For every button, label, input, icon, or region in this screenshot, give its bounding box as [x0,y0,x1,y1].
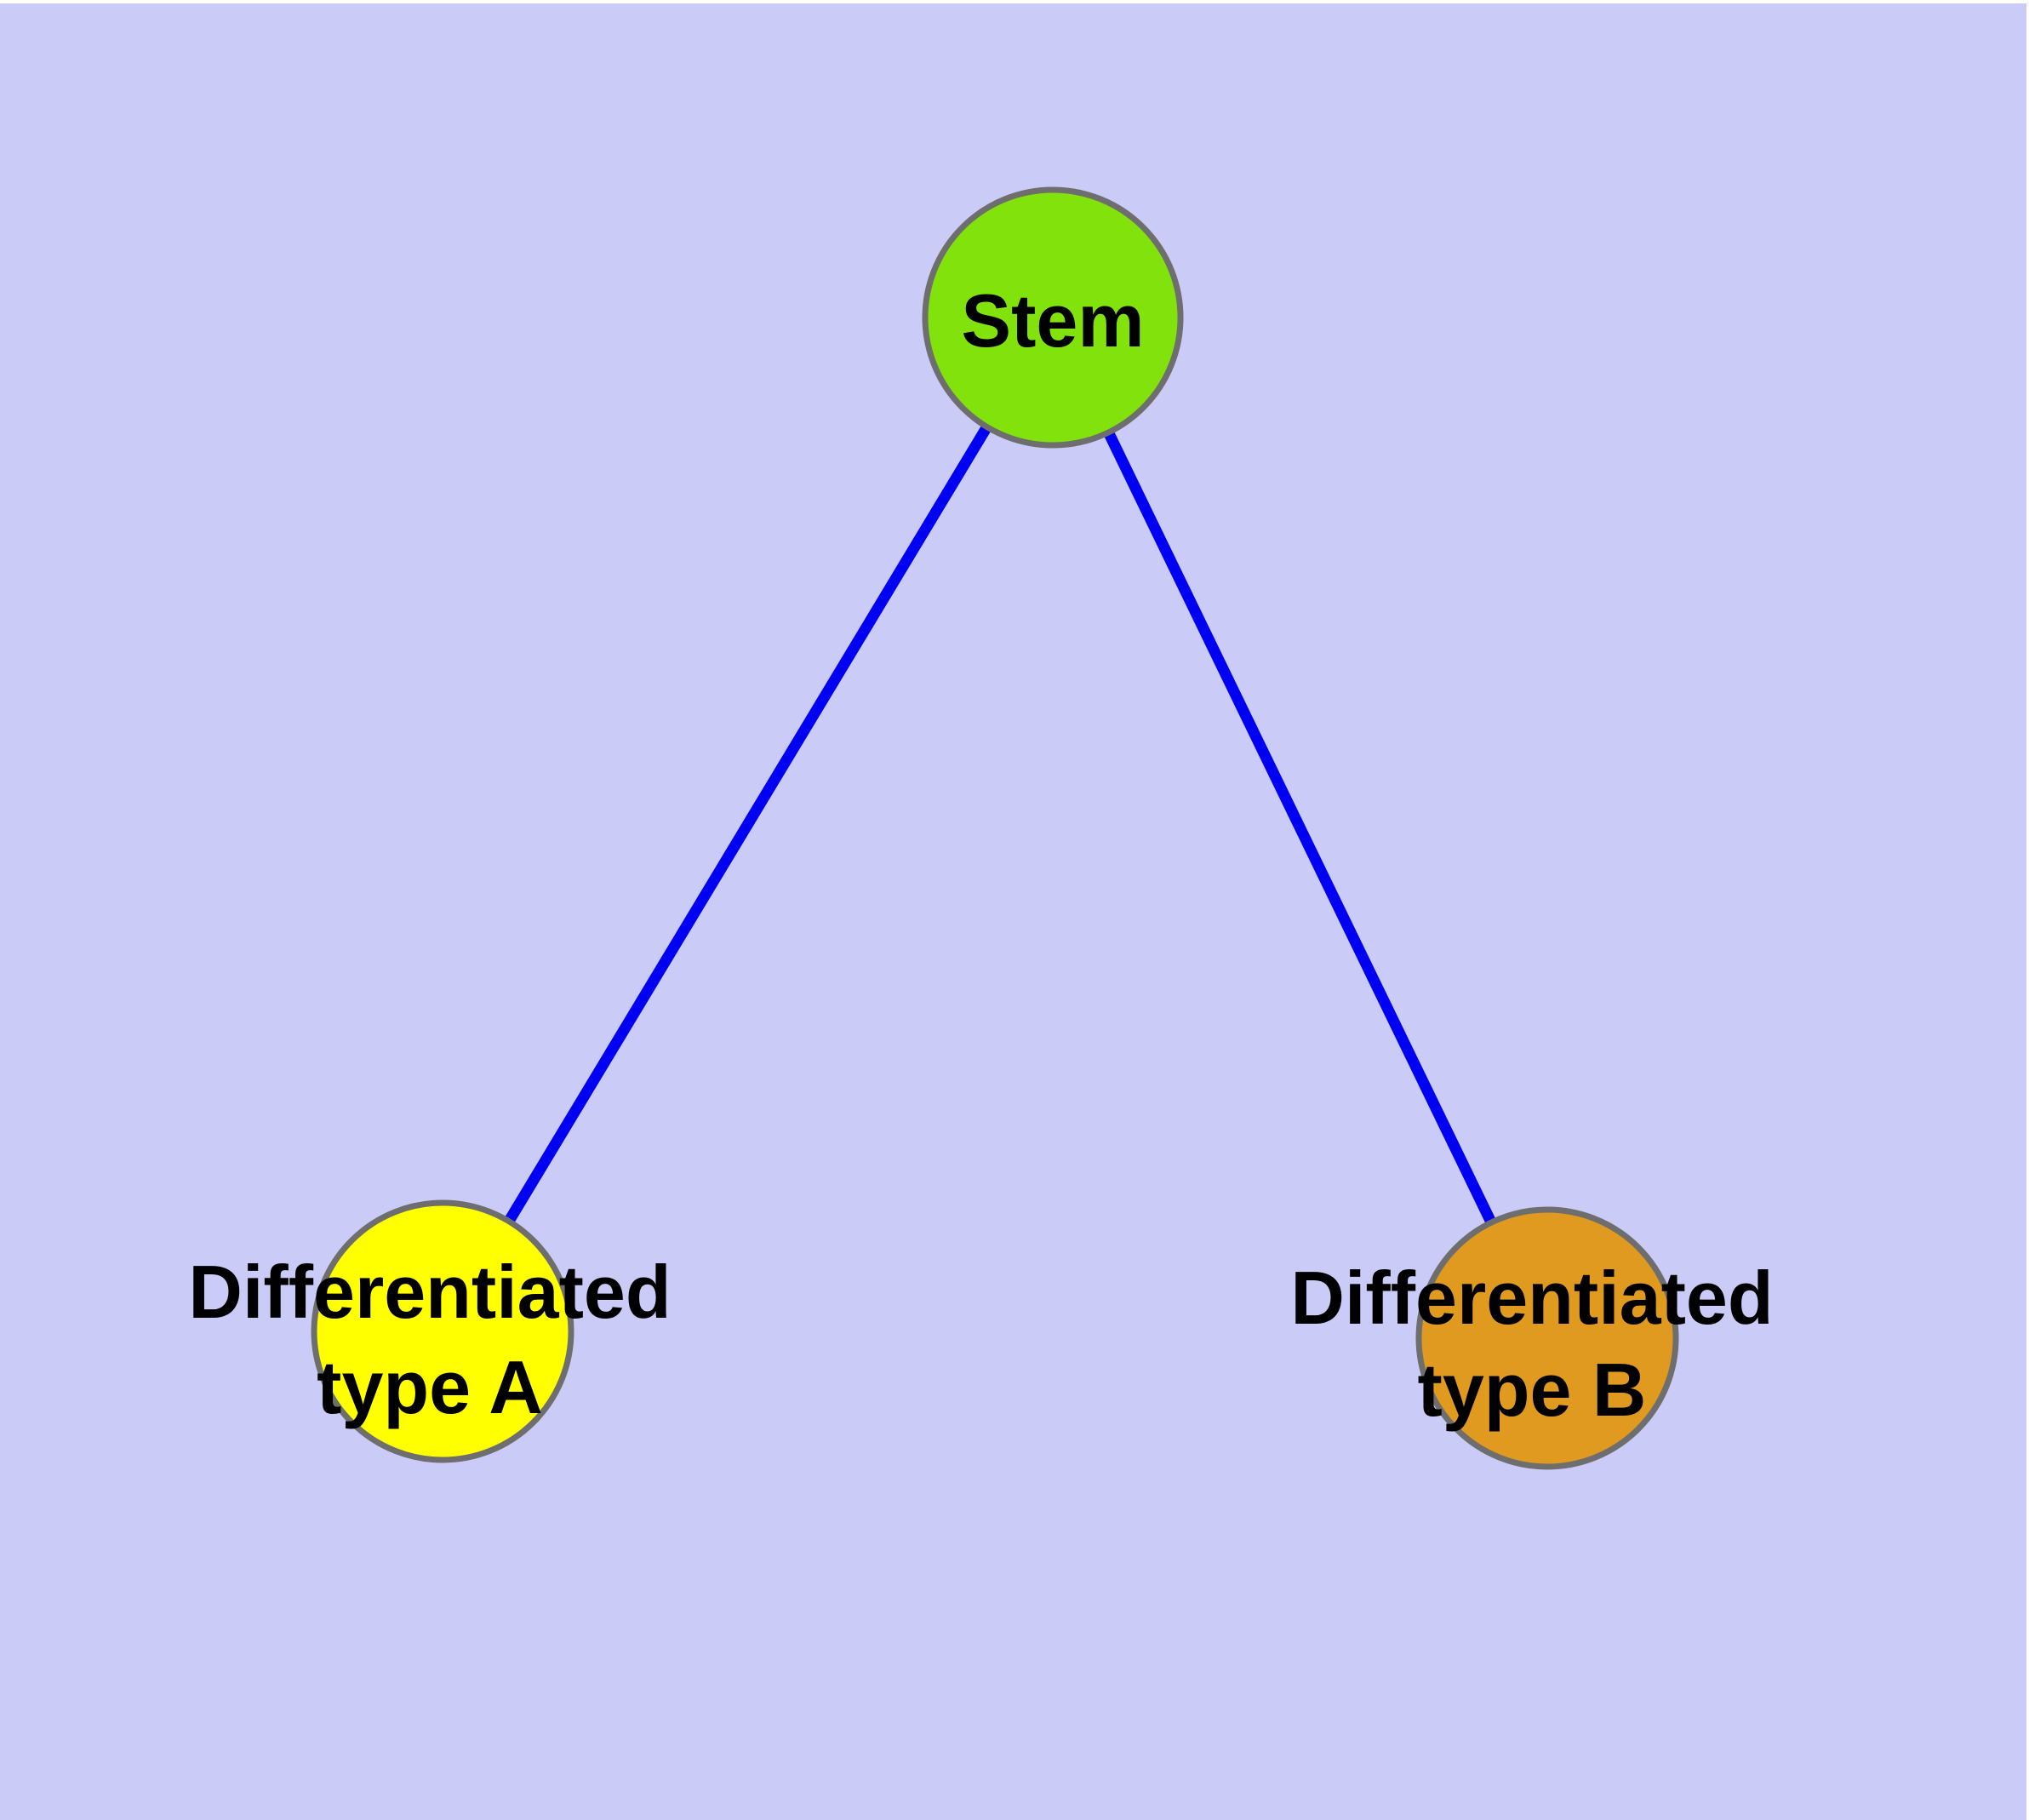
nodes-layer [311,186,1679,1470]
edges-layer [437,314,1552,1341]
node-type-a [311,1199,574,1463]
node-stem [922,186,1184,449]
edge-stem-to-type-a [437,314,1058,1335]
node-label-type-b-line-2: type B [1418,1348,1647,1432]
node-label-stem-line-1: Stem [961,278,1144,363]
node-label-type-a-line-2: type A [317,1345,543,1429]
node-label-type-a-line-1: Differentiated [188,1250,671,1334]
node-type-b [1415,1206,1679,1470]
node-label-type-b-line-1: Differentiated [1290,1256,1773,1340]
edge-stem-to-type-b [1048,315,1552,1341]
